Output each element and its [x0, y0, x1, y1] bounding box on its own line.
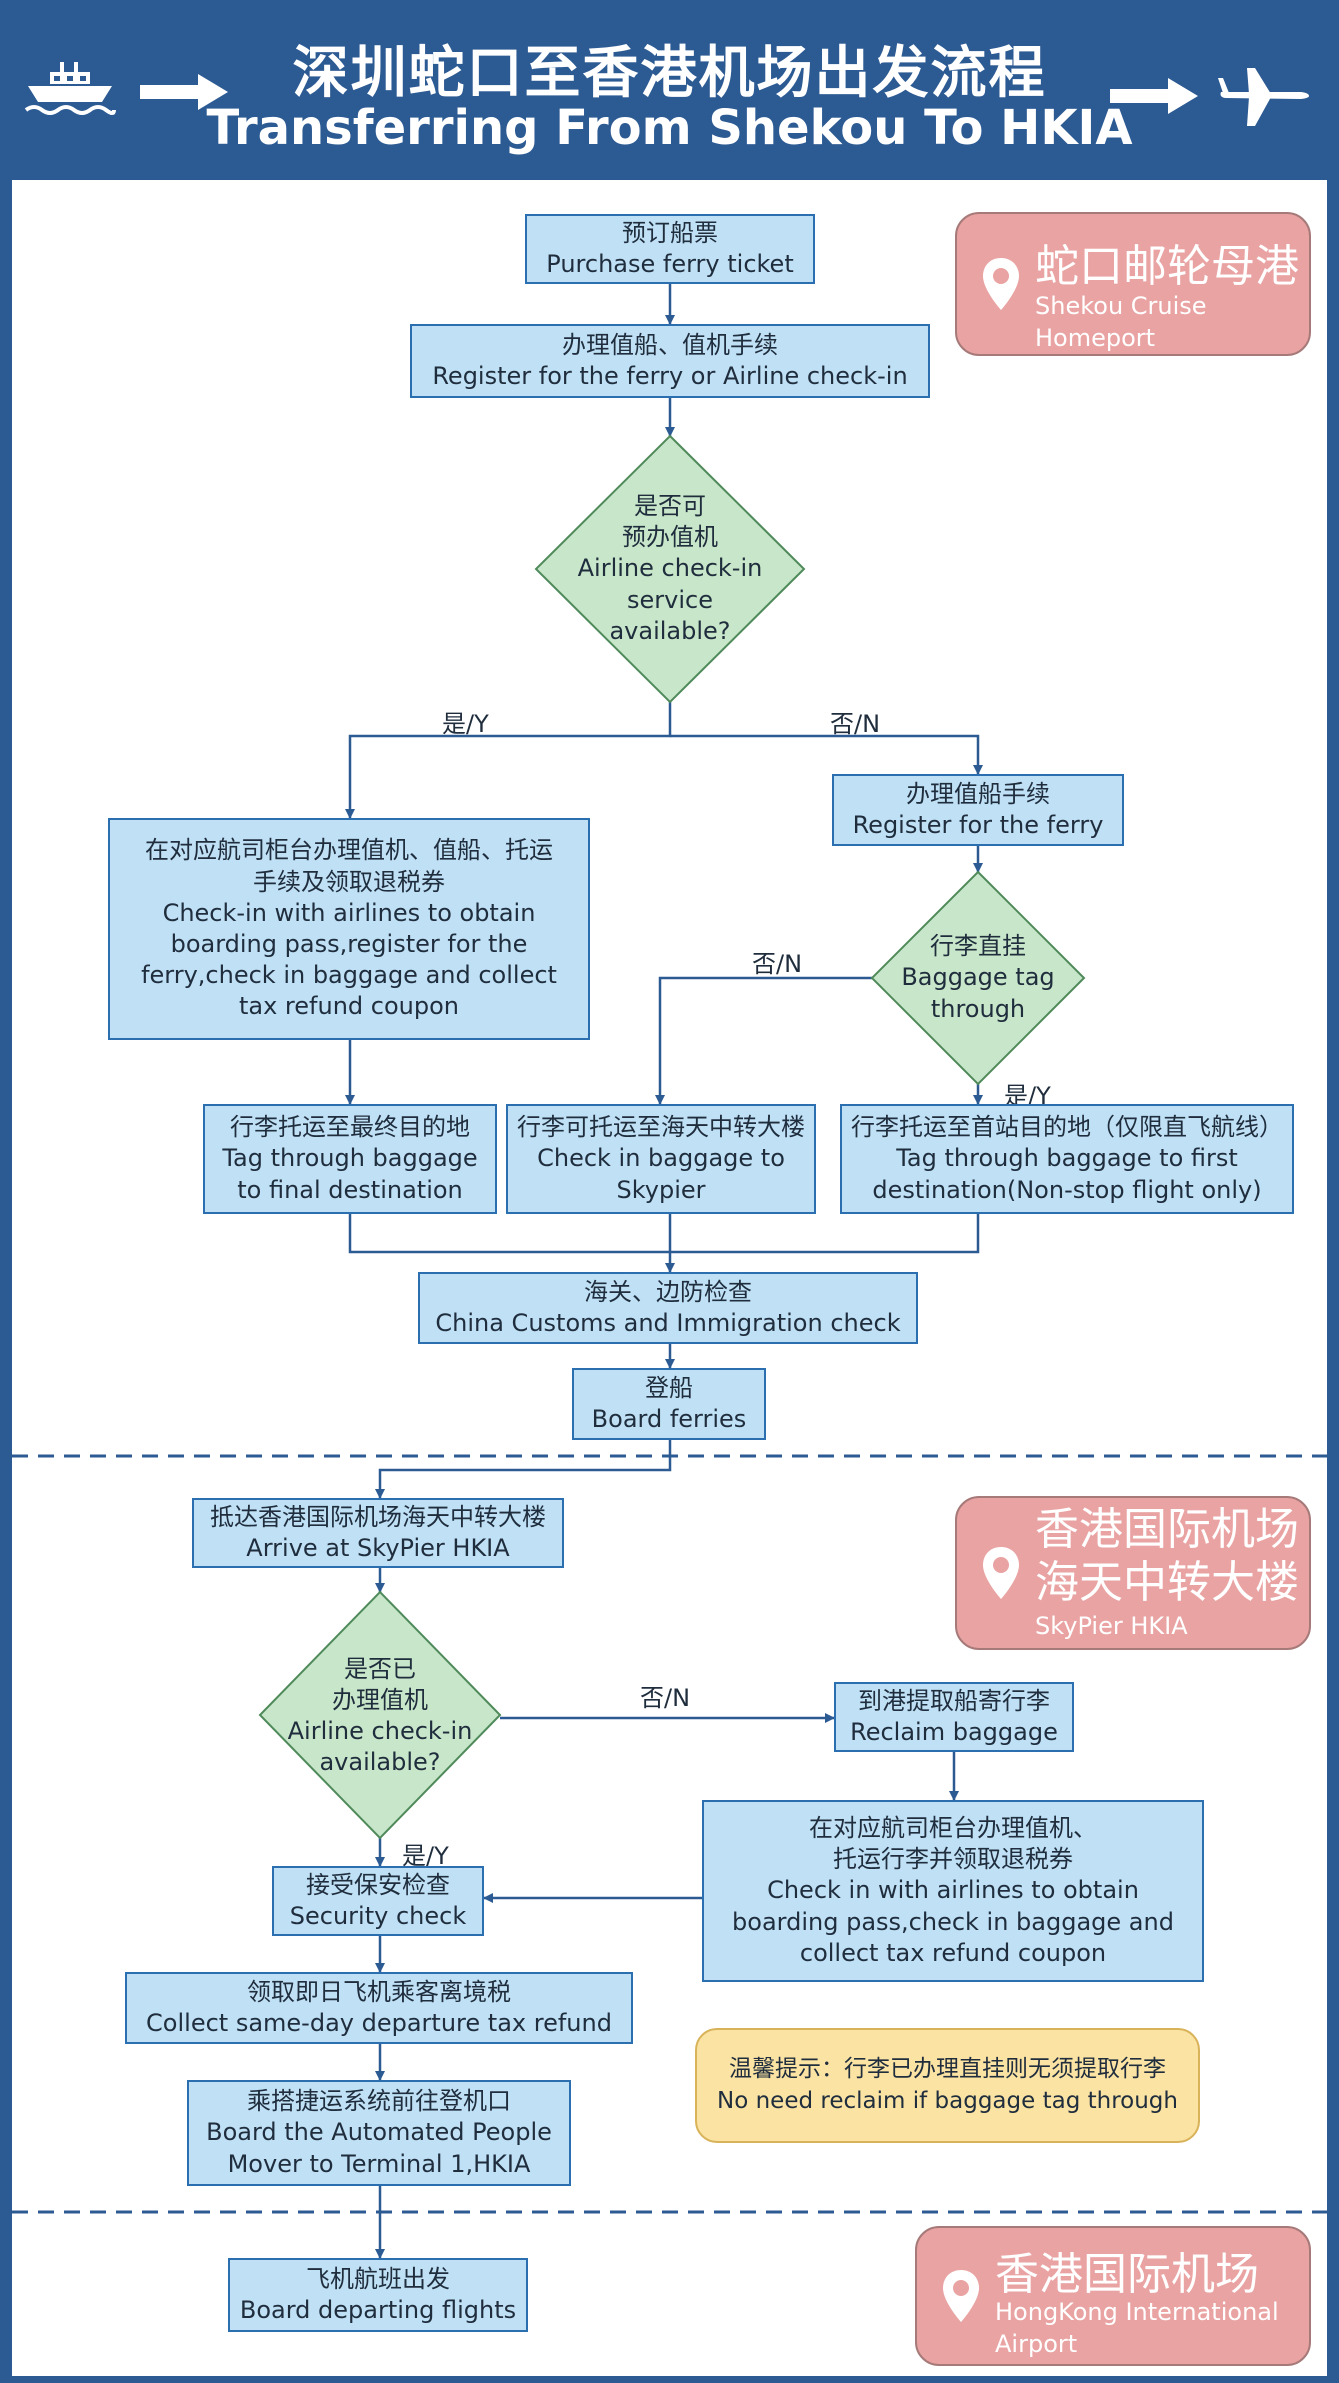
- title-chinese: 深圳蛇口至香港机场出发流程: [292, 41, 1047, 106]
- step-airline-counter: 在对应航司柜台办理值机、值船、托运手续及领取退税券 Check-in with …: [108, 818, 590, 1040]
- location-name-en: Shekou Cruise Homeport: [1035, 292, 1207, 353]
- location-tag-airport: 香港国际机场 HongKong International Airport: [915, 2226, 1311, 2366]
- arrow-right-icon: [140, 74, 228, 110]
- location-tag-skypier: 香港国际机场 海天中转大楼 SkyPier HKIA: [955, 1496, 1311, 1650]
- step-tag-first-destination: 行李托运至首站目的地（仅限直飞航线）Tag through baggage to…: [840, 1104, 1294, 1214]
- branch-label-yes: 是/Y: [402, 1842, 449, 1870]
- ship-icon: [24, 62, 116, 115]
- branch-label-no: 否/N: [830, 710, 881, 738]
- location-pin-icon: [983, 1547, 1019, 1599]
- branch-label-no: 否/N: [752, 950, 803, 978]
- location-pin-icon: [983, 258, 1019, 310]
- location-pin-icon: [943, 2270, 979, 2322]
- step-checkin-airline-counter: 在对应航司柜台办理值机、托运行李并领取退税券 Check in with air…: [702, 1800, 1204, 1982]
- header-banner: 深圳蛇口至香港机场出发流程 Transferring From Shekou T…: [0, 0, 1339, 180]
- airplane-icon: [1218, 68, 1309, 126]
- title-english: Transferring From Shekou To HKIA: [206, 100, 1133, 156]
- decision-diamond: [258, 1590, 502, 1840]
- location-name-zh: 香港国际机场: [995, 2249, 1259, 2300]
- branch-label-yes: 是/Y: [442, 710, 489, 738]
- location-name-zh: 香港国际机场 海天中转大楼: [1035, 1504, 1299, 1608]
- location-name-en: SkyPier HKIA: [1035, 1612, 1188, 1640]
- location-name-zh: 蛇口邮轮母港: [1035, 241, 1299, 292]
- decision-diamond: [870, 870, 1086, 1086]
- location-name-en: HongKong International Airport: [995, 2298, 1279, 2359]
- location-tag-shekou: 蛇口邮轮母港 Shekou Cruise Homeport: [955, 212, 1311, 356]
- arrow-right-icon: [1110, 78, 1198, 114]
- decision-diamond: [534, 434, 806, 704]
- branch-label-no: 否/N: [640, 1684, 691, 1712]
